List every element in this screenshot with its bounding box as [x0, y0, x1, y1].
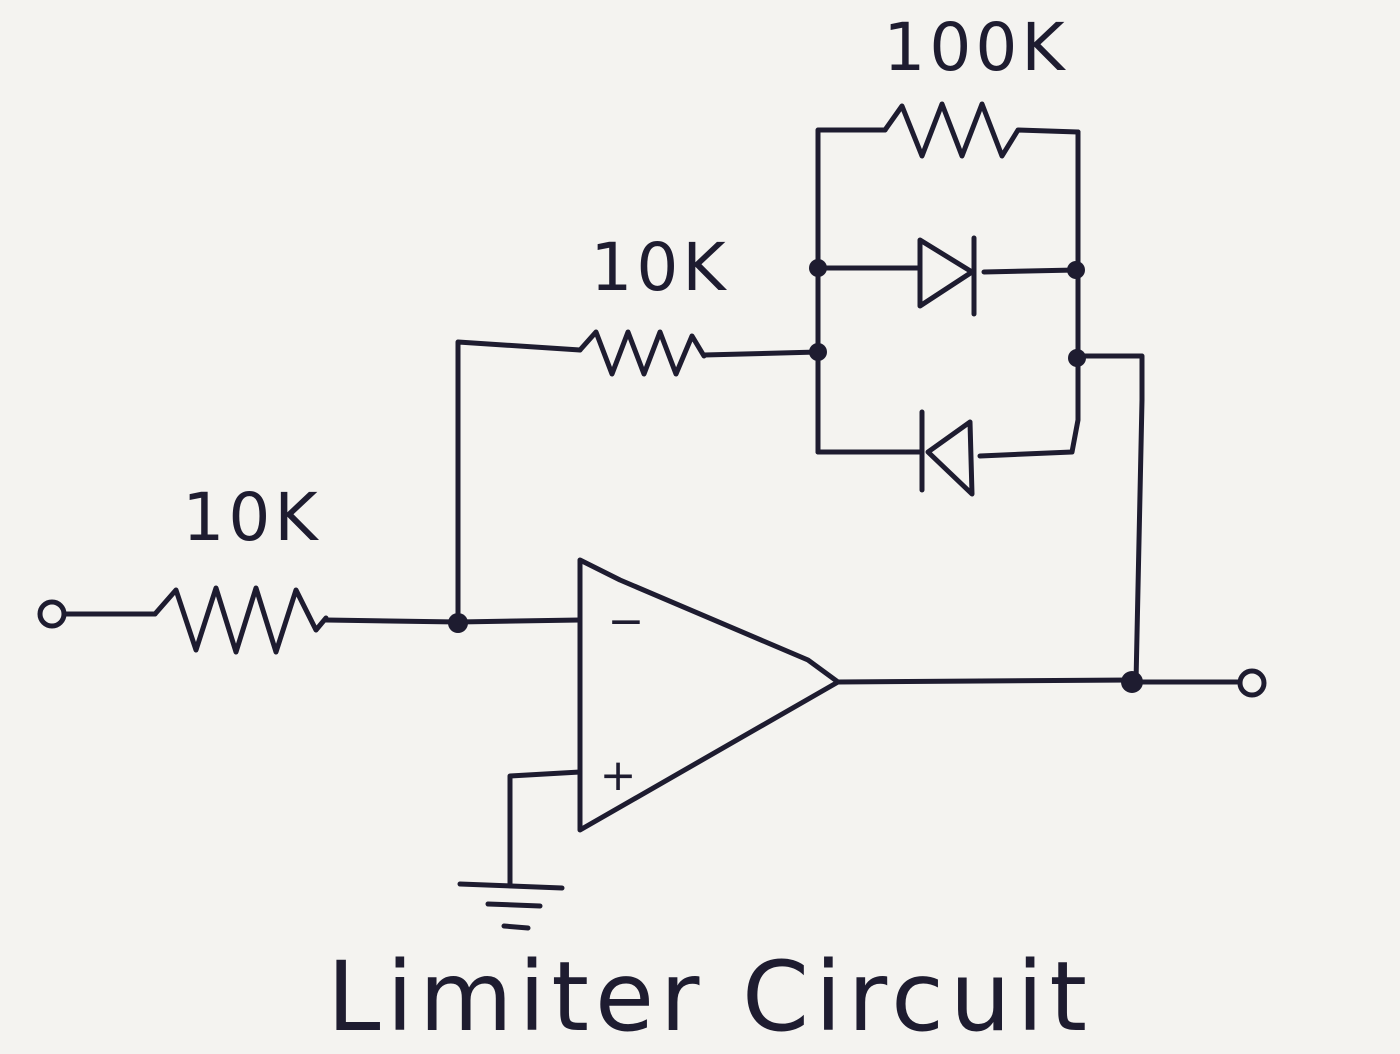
node-to-inverting-input-wire [455, 617, 583, 625]
parallel-resistor [882, 101, 1081, 159]
op-amp-body [577, 557, 841, 833]
ground-symbol [457, 881, 565, 931]
network-to-output-wire [1074, 353, 1145, 685]
left-rail-top-wire [815, 127, 888, 271]
forward-diode-right-lead [981, 267, 1079, 275]
forward-diode-anode-triangle [917, 237, 975, 309]
noninverting-input-sign: + [600, 750, 637, 801]
input-resistor [152, 585, 329, 655]
input-to-node-wire [323, 617, 461, 625]
feedback-to-left-node-wire [701, 349, 821, 358]
feedback-resistor [577, 329, 707, 377]
feedback-left-wire [455, 339, 583, 625]
inverting-input-sign: − [608, 596, 645, 647]
output-terminal[interactable] [1237, 668, 1267, 698]
right-rail-bottom-wire [977, 355, 1081, 459]
input-terminal[interactable] [37, 599, 67, 629]
ground-line-bottom [501, 923, 531, 931]
input-resistor-label: 10K [182, 479, 321, 556]
ground-line-middle [485, 901, 543, 909]
ground-line-top [457, 881, 565, 891]
parallel-resistor-label: 100K [883, 9, 1068, 86]
feedback-resistor-label: 10K [590, 229, 729, 306]
diagram-title: Limiter Circuit [327, 941, 1093, 1053]
noninverting-to-ground-wire [507, 769, 583, 887]
op-amp-output-wire [835, 677, 1135, 685]
reverse-diode-triangle [925, 419, 975, 497]
